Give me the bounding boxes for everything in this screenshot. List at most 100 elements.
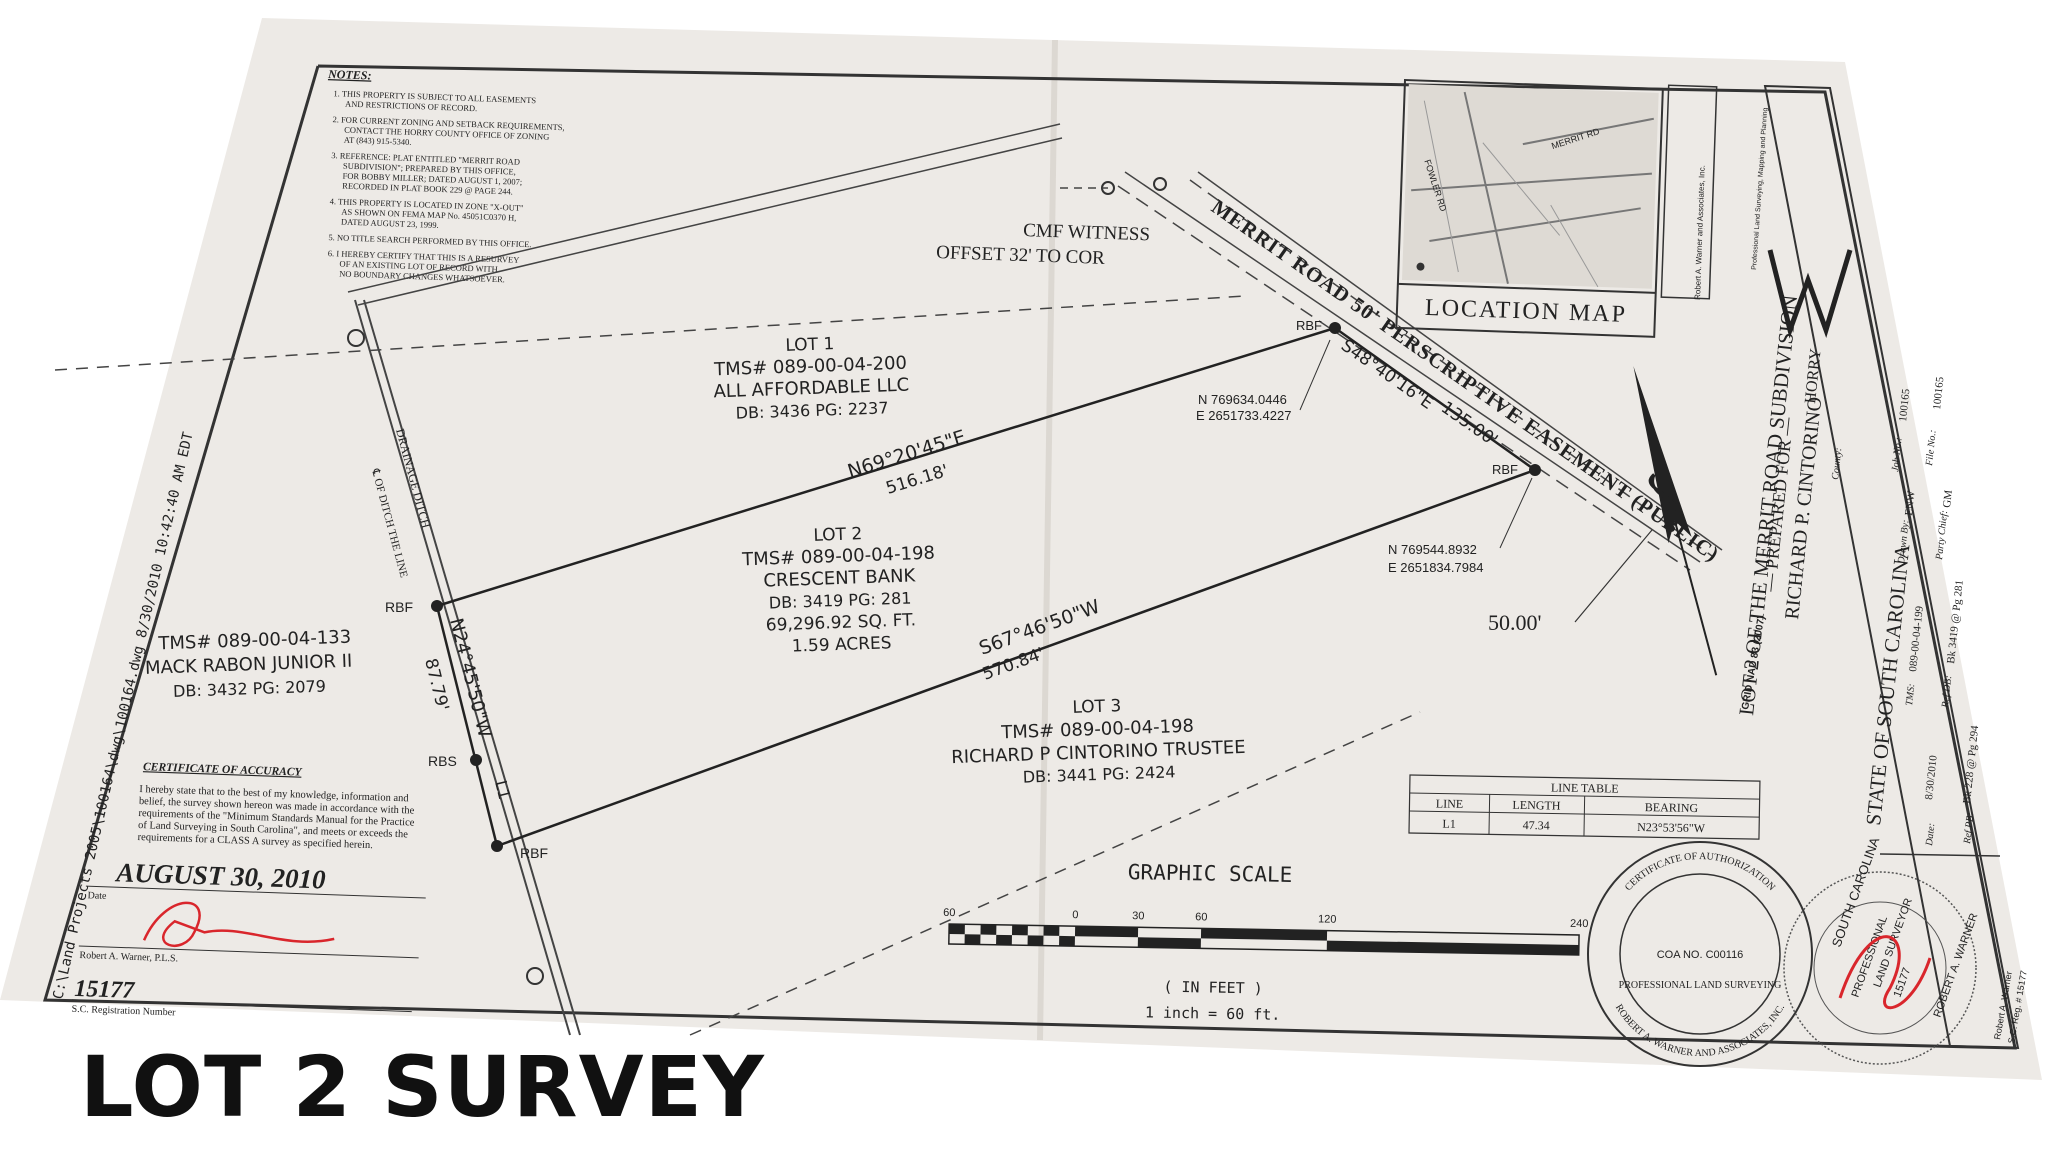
certificate-title: CERTIFICATE OF ACCURACY xyxy=(143,761,303,779)
dashed-line xyxy=(54,295,1246,371)
scale-bar xyxy=(948,923,1580,956)
map-site-marker xyxy=(1416,262,1425,271)
notes-title: NOTES: xyxy=(327,67,372,83)
seal-ring xyxy=(1619,873,1781,1035)
firm-legend xyxy=(1660,84,1718,300)
map-road xyxy=(1423,100,1599,288)
dimension-line xyxy=(1574,529,1653,623)
road-edge xyxy=(1197,171,1723,551)
north-arrow-scroll xyxy=(1648,473,1678,514)
table-header: BEARING xyxy=(1645,800,1699,815)
rbs-label: RBS xyxy=(428,753,457,769)
coord-east: E 2651834.7984 xyxy=(1388,560,1483,575)
paper-fold xyxy=(1037,39,1058,1041)
signature-rule xyxy=(71,999,412,1013)
ditch-marker xyxy=(347,329,365,347)
rbf-label: RBF xyxy=(385,599,413,615)
ditch-line xyxy=(354,299,571,1036)
signature-rule xyxy=(85,885,426,899)
scale-checker xyxy=(948,923,1579,955)
cmf-label: CMF WITNESS xyxy=(1023,220,1151,245)
table-header: LENGTH xyxy=(1512,798,1561,813)
scale-tick: 120 xyxy=(1318,913,1337,925)
scale-tick: 240 xyxy=(1570,918,1589,930)
graphic-scale: GRAPHIC SCALE 60 0 30 60 120 240 ( IN FE… xyxy=(943,860,1589,1024)
seal-ring xyxy=(1783,871,1977,1065)
seal-inner: PROFESSIONAL LAND SURVEYING xyxy=(1619,980,1782,991)
scale-title: GRAPHIC SCALE xyxy=(1128,860,1293,887)
table-rule xyxy=(1583,796,1586,837)
file-value: 100165 xyxy=(1931,376,1946,411)
line-table-title: LINE TABLE xyxy=(1551,780,1619,795)
paper-sheet xyxy=(0,18,2042,1080)
refdb-label: Ref DB: xyxy=(1940,675,1954,709)
rbf-marker xyxy=(1529,464,1541,476)
county-value: HORRY xyxy=(1802,347,1825,404)
rbf-label: RBF xyxy=(1492,462,1518,477)
note-line: AND RESTRICTIONS OF RECORD. xyxy=(345,99,478,114)
leader-line xyxy=(1299,339,1331,411)
rbf-marker xyxy=(1329,322,1341,334)
location-map-frame xyxy=(1395,78,1664,338)
seal-ring xyxy=(1813,901,1947,1035)
leader-line xyxy=(1499,477,1533,549)
lot-line-west xyxy=(435,605,499,847)
lot-line-east xyxy=(1334,326,1536,472)
job-value: 100165 xyxy=(1897,388,1912,423)
north-arrow-shaft xyxy=(1673,520,1718,676)
signature xyxy=(142,901,335,947)
rbs-marker xyxy=(470,754,482,766)
file-label: File No.: xyxy=(1924,429,1939,467)
chief-label: Party Chief: xyxy=(1934,510,1950,562)
west-parcel-label: TMS# 089-00-04-133 MACK RABON JUNIOR II … xyxy=(145,627,353,701)
rbf-marker xyxy=(491,840,503,852)
drawn-value: ENW xyxy=(1903,490,1918,517)
lot3-name: LOT 3 xyxy=(1072,696,1122,718)
registration-label: S.C. Registration Number xyxy=(71,1004,176,1019)
note-line: AT (843) 915-5340. xyxy=(344,135,412,147)
rbf-label: RBF xyxy=(520,845,548,861)
firm-logo-icon xyxy=(1767,249,1853,339)
chief-value: GM xyxy=(1941,489,1955,508)
scale-tick: 0 xyxy=(1072,909,1078,921)
surveyor-name: Robert A. Warner, P.L.S. xyxy=(79,950,178,964)
location-map: MERRIT RD FOWLER RD LOCATION MAP xyxy=(1395,78,1664,338)
lot2-name: LOT 2 xyxy=(813,524,863,546)
registration-number: 15177 xyxy=(74,976,136,1004)
road-edge xyxy=(1189,179,1713,557)
ditch-marker xyxy=(526,967,544,985)
tms-label: TMS: xyxy=(1904,683,1917,706)
seal-ring xyxy=(1587,841,1813,1067)
coord-north: N 769634.0446 xyxy=(1198,392,1287,407)
road-edge xyxy=(357,137,1063,306)
title-block-frame xyxy=(1763,84,2020,1050)
table-cell: 47.34 xyxy=(1523,818,1550,832)
county-label: County: xyxy=(1830,447,1844,480)
monument-circle xyxy=(1153,177,1167,191)
date-label: Date: xyxy=(1924,823,1937,848)
certificate-block: CERTIFICATE OF ACCURACY I hereby state t… xyxy=(71,761,426,1019)
lot-line-south xyxy=(496,468,1536,848)
road-width: 50.00' xyxy=(1488,610,1542,635)
table-cell: L1 xyxy=(1442,817,1456,831)
road-edge xyxy=(1124,171,1701,563)
lot1-name: LOT 1 xyxy=(785,334,835,356)
l1-label: L1 xyxy=(491,778,514,801)
refpb-label: Ref PB: xyxy=(1962,812,1976,845)
coord-east: E 2651733.4227 xyxy=(1196,408,1291,423)
road-edge xyxy=(347,123,1061,293)
north-arrow xyxy=(1633,366,1718,676)
map-road xyxy=(1411,91,1654,284)
seal-signature xyxy=(1838,935,1932,1010)
date-value: 8/30/2010 xyxy=(1923,754,1940,800)
job-label: Job No.: xyxy=(1890,437,1905,472)
road-edge xyxy=(1117,185,1691,571)
signature-rule xyxy=(78,945,419,959)
note-line: DATED AUGUST 23, 1999. xyxy=(341,217,439,230)
dashed-line xyxy=(689,711,1421,1036)
location-map-image xyxy=(1402,84,1659,289)
scale-ratio: 1 inch = 60 ft. xyxy=(1145,1003,1281,1023)
table-header: LINE xyxy=(1436,796,1464,810)
